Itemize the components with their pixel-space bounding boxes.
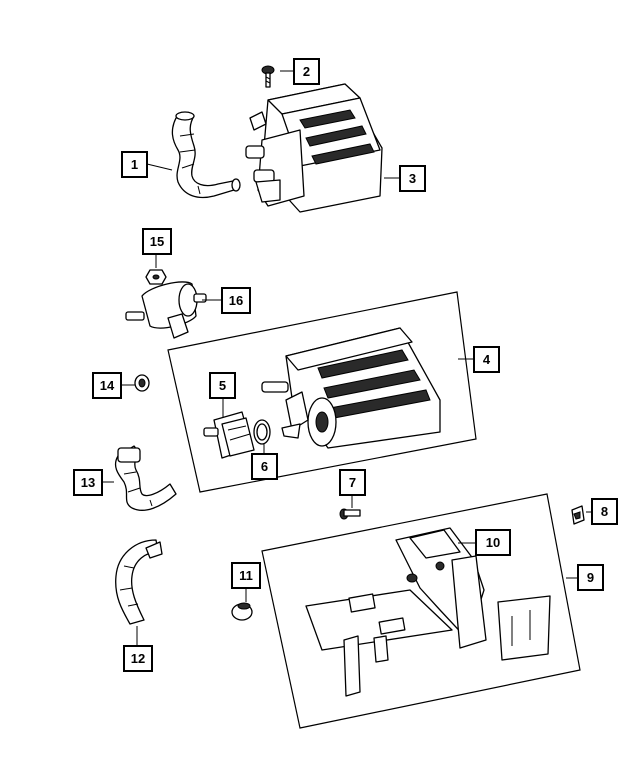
svg-text:4: 4 [483, 352, 491, 367]
svg-text:16: 16 [229, 293, 243, 308]
screw [261, 65, 275, 88]
svg-text:14: 14 [100, 378, 115, 393]
callout-11: 11 [231, 562, 261, 589]
bracket-group-frame [261, 493, 581, 729]
vapor-canister-upper [245, 83, 383, 213]
canister-group-frame [167, 291, 477, 493]
leader-lines [102, 70, 592, 646]
svg-text:6: 6 [261, 459, 268, 474]
vapor-filter [125, 281, 207, 339]
callout-1: 1 [121, 151, 148, 178]
vapor-canister [261, 327, 441, 449]
plug [231, 602, 253, 621]
callout-5: 5 [209, 372, 236, 399]
callout-14: 14 [92, 372, 122, 399]
callout-8: 8 [591, 498, 618, 525]
callout-16: 16 [221, 287, 251, 314]
callout-12: 12 [123, 645, 153, 672]
nut [145, 269, 167, 285]
callout-4: 4 [473, 346, 500, 373]
callout-13: 13 [73, 469, 103, 496]
leak-detection-pump [203, 411, 255, 459]
clip [571, 505, 585, 525]
vapor-hose-lower [114, 445, 177, 511]
callout-6: 6 [251, 453, 278, 480]
callout-3: 3 [399, 165, 426, 192]
callout-15: 15 [142, 228, 172, 255]
svg-text:5: 5 [219, 378, 226, 393]
svg-text:8: 8 [601, 504, 608, 519]
svg-text:15: 15 [150, 234, 164, 249]
svg-text:10: 10 [486, 535, 500, 550]
svg-text:9: 9 [587, 570, 594, 585]
vapor-hose-upper [171, 111, 241, 199]
svg-text:2: 2 [303, 64, 310, 79]
callout-10: 10 [475, 529, 511, 556]
svg-text:1: 1 [131, 157, 138, 172]
o-ring [253, 419, 271, 445]
svg-text:11: 11 [239, 568, 253, 583]
bolt [339, 508, 361, 520]
vapor-hose-bent [115, 539, 163, 625]
svg-text:13: 13 [81, 475, 95, 490]
grommet [134, 374, 150, 392]
svg-text:7: 7 [349, 475, 356, 490]
callout-7: 7 [339, 469, 366, 496]
svg-text:12: 12 [131, 651, 145, 666]
svg-text:3: 3 [409, 171, 416, 186]
callout-9: 9 [577, 564, 604, 591]
callout-2: 2 [293, 58, 320, 85]
canister-bracket [305, 527, 551, 697]
